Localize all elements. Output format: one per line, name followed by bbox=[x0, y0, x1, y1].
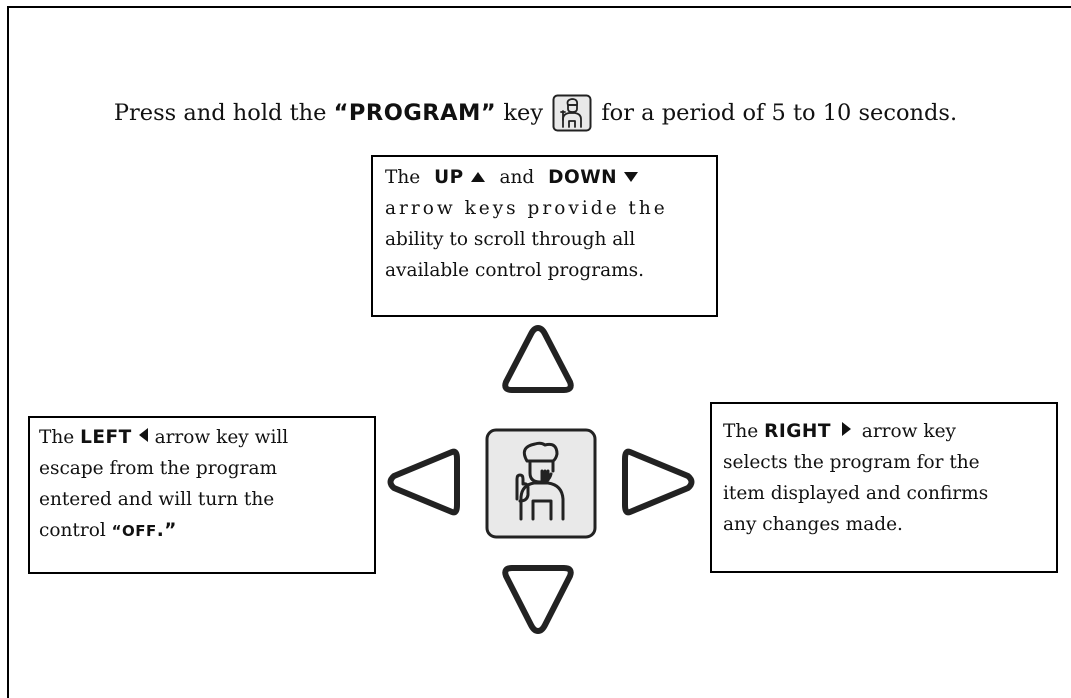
intro-key-word: key bbox=[503, 100, 544, 126]
word-the: The bbox=[39, 427, 75, 448]
down-arrow-icon[interactable] bbox=[500, 562, 576, 637]
word-the: The bbox=[723, 421, 759, 442]
down-key-label: DOWN bbox=[548, 167, 618, 188]
left-line-1-rest: arrow key will bbox=[154, 427, 289, 448]
right-key-description: The RIGHT arrow key selects the program … bbox=[710, 402, 1058, 573]
right-line-4: any changes made. bbox=[723, 514, 903, 535]
left-line-3: entered and will turn the bbox=[39, 489, 275, 510]
intro-text-before: Press and hold the bbox=[113, 100, 327, 126]
program-key-icon bbox=[552, 94, 592, 132]
word-the: The bbox=[385, 167, 421, 188]
right-line-3: item displayed and confirms bbox=[723, 483, 989, 504]
page-frame bbox=[7, 6, 1071, 698]
program-key-name: “PROGRAM” bbox=[333, 100, 497, 126]
small-up-triangle-icon bbox=[470, 172, 485, 182]
up-down-line-2: arrow keys provide the bbox=[385, 198, 668, 219]
intro-text-after: for a period of 5 to 10 seconds. bbox=[601, 100, 958, 126]
center-program-key[interactable] bbox=[484, 427, 598, 540]
up-down-line-4: available control programs. bbox=[385, 260, 645, 281]
small-left-triangle-icon bbox=[138, 428, 148, 442]
word-and: and bbox=[499, 167, 535, 188]
up-arrow-icon[interactable] bbox=[500, 322, 576, 396]
off-closing: .” bbox=[156, 520, 177, 541]
right-line-2: selects the program for the bbox=[723, 452, 980, 473]
right-arrow-icon[interactable] bbox=[620, 442, 700, 522]
left-arrow-icon[interactable] bbox=[382, 442, 462, 522]
right-line-1-rest: arrow key bbox=[861, 421, 956, 442]
left-key-description: The LEFT arrow key will escape from the … bbox=[28, 416, 376, 574]
off-label: “OFF bbox=[111, 522, 157, 540]
left-line-2: escape from the program bbox=[39, 458, 278, 479]
right-key-label: RIGHT bbox=[764, 421, 832, 442]
left-key-label: LEFT bbox=[80, 427, 132, 448]
intro-instruction: Press and hold the “PROGRAM” key for a p… bbox=[0, 94, 1071, 134]
up-key-label: UP bbox=[434, 167, 464, 188]
word-control: control bbox=[39, 520, 106, 541]
small-down-triangle-icon bbox=[624, 172, 639, 182]
chef-icon bbox=[515, 441, 565, 521]
up-down-description: The UP and DOWN arrow keys provide the a… bbox=[371, 155, 718, 317]
small-right-triangle-icon bbox=[841, 422, 851, 436]
up-down-line-3: ability to scroll through all bbox=[385, 229, 636, 250]
